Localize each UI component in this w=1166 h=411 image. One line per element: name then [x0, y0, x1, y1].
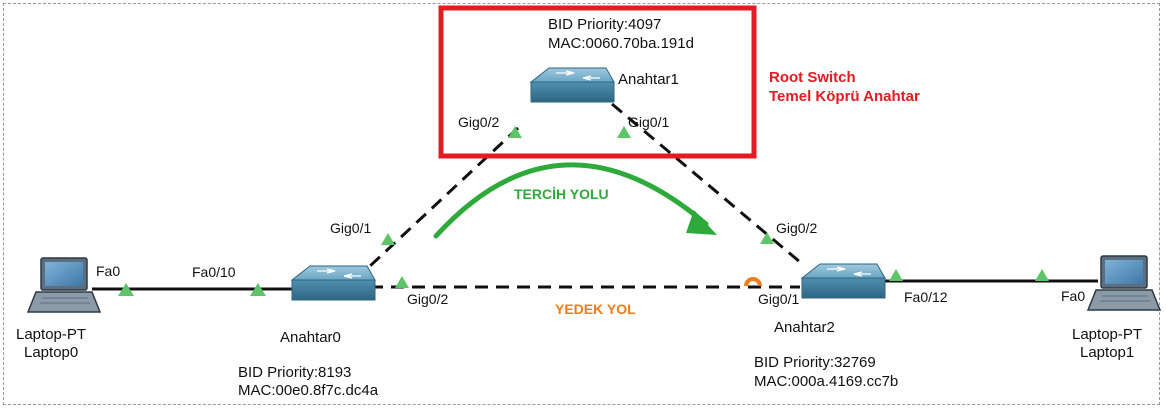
anahtar2-port-laptop: Fa0/12 — [904, 289, 948, 305]
root-port-right: Gig0/1 — [628, 114, 670, 130]
laptop1-port: Fa0 — [1061, 288, 1086, 304]
preferred-path-label: TERCİH YOLU — [514, 186, 609, 202]
laptop-icon-laptop1[interactable] — [1086, 255, 1162, 311]
anahtar0-port-laptop: Fa0/10 — [192, 264, 236, 280]
backup-path-label: YEDEK YOL — [555, 301, 636, 317]
switch-icon-anahtar2[interactable] — [800, 263, 886, 299]
diagram-frame — [3, 3, 1160, 405]
root-switch-name: Anahtar1 — [618, 71, 679, 88]
root-port-left: Gig0/2 — [458, 114, 500, 130]
preferred-path-arrow — [433, 162, 709, 239]
preferred-path-arrowhead — [686, 210, 717, 235]
root-bid-priority: BID Priority:4097 — [548, 16, 662, 33]
laptop0-name: Laptop0 — [24, 344, 79, 361]
anahtar0-bid-priority: BID Priority:8193 — [238, 364, 352, 381]
port-indicator-anahtar2-gig02 — [760, 232, 774, 244]
port-indicator-root-gig02 — [508, 126, 522, 138]
root-switch-annotation: Root Switch — [769, 69, 856, 86]
port-indicator-anahtar0-gig02 — [395, 276, 409, 288]
port-indicator-root-gig01 — [617, 126, 631, 138]
root-switch-annotation-tr: Temel Köprü Anahtar — [769, 88, 920, 105]
laptop1-name: Laptop1 — [1080, 344, 1135, 361]
laptop0-port: Fa0 — [96, 263, 121, 279]
port-indicator-anahtar0-gig01 — [381, 233, 395, 245]
anahtar2-mac: MAC:000a.4169.cc7b — [754, 373, 899, 390]
root-mac: MAC:0060.70ba.191d — [548, 35, 694, 52]
laptop1-type: Laptop-PT — [1072, 326, 1143, 343]
anahtar2-port-up: Gig0/2 — [776, 220, 818, 236]
port-indicator-laptop1-fa0 — [1035, 269, 1049, 281]
anahtar0-port-up: Gig0/1 — [330, 220, 372, 236]
anahtar2-name: Anahtar2 — [774, 319, 835, 336]
link-anahtar0-anahtar1 — [353, 126, 520, 282]
laptop-icon-laptop0[interactable] — [26, 257, 102, 313]
port-indicator-laptop0-fa0 — [118, 283, 134, 296]
anahtar0-mac: MAC:00e0.8f7c.dc4a — [238, 382, 379, 399]
switch-icon-anahtar1[interactable] — [529, 67, 615, 103]
root-switch-highlight-box — [438, 5, 757, 159]
anahtar2-bid-priority: BID Priority:32769 — [754, 354, 876, 371]
anahtar0-port-right: Gig0/2 — [407, 291, 449, 307]
port-indicator-anahtar0-fa010 — [250, 283, 266, 296]
anahtar0-name: Anahtar0 — [280, 329, 341, 346]
laptop0-type: Laptop-PT — [16, 326, 87, 343]
port-indicator-anahtar2-fa012 — [889, 269, 903, 281]
port-indicator-anahtar2-gig01-blocked — [744, 277, 762, 287]
switch-icon-anahtar0[interactable] — [290, 265, 376, 301]
anahtar2-port-left: Gig0/1 — [758, 291, 800, 307]
